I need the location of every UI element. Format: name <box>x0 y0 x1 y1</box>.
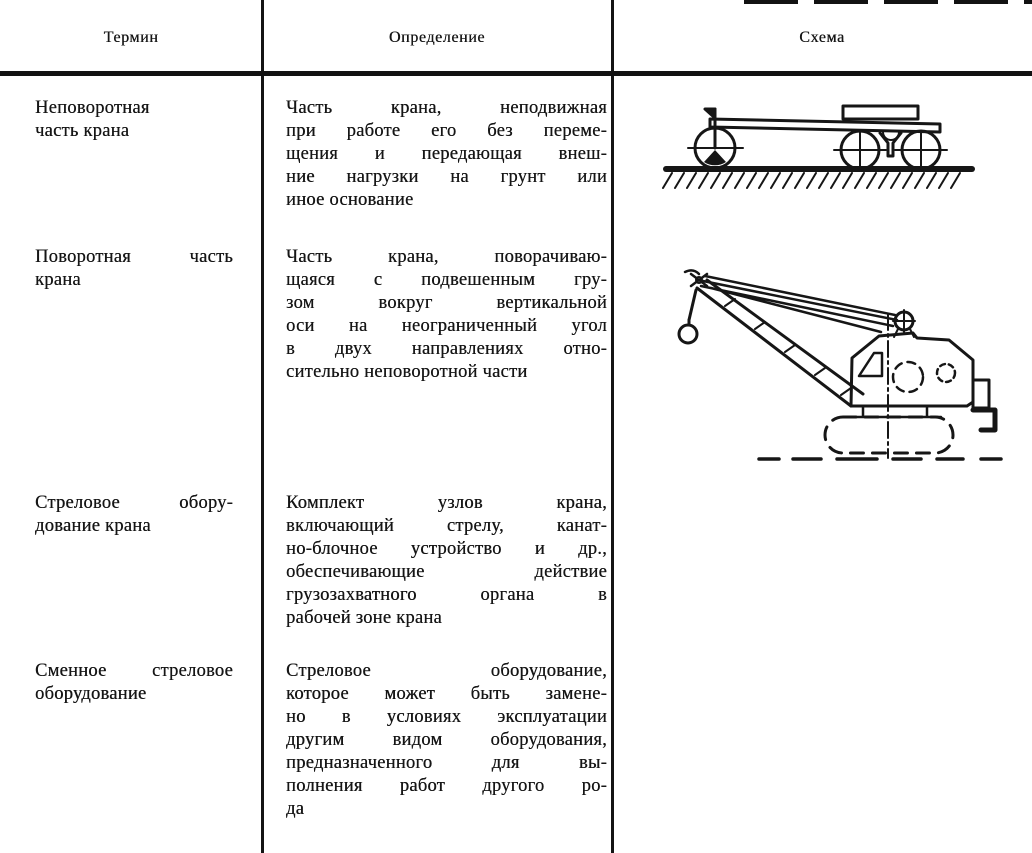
definition-line: сительно неповоротной части <box>286 362 528 382</box>
definition-line: Комплект узлов крана, <box>286 493 607 513</box>
definition-line: при работе его без переме- <box>286 121 607 141</box>
definition-line: иное основание <box>286 190 414 210</box>
term-line: крана <box>35 270 81 290</box>
column-divider-1 <box>261 0 264 853</box>
column-header-term: Термин <box>103 29 159 46</box>
definition-line: да <box>286 799 305 819</box>
definition-line: но в условиях эксплуатации <box>286 707 607 727</box>
term-line: дование крана <box>35 516 151 536</box>
term-cell: Стреловое обору- дование крана <box>35 492 233 538</box>
term-line: Поворотная часть <box>35 247 233 267</box>
definition-line: зом вокруг вертикальной <box>286 293 607 313</box>
definition-line: полнения работ другого ро- <box>286 776 607 796</box>
definition-line: включающий стрелу, канат- <box>286 516 607 536</box>
definition-line: другим видом оборудования, <box>286 730 607 750</box>
crane-non-rotating-chassis-diagram <box>662 104 975 189</box>
definition-line: обеспечивающие действие <box>286 562 607 582</box>
definition-line: рабочей зоне крана <box>286 608 442 628</box>
definition-line: оси на неограниченный угол <box>286 316 607 336</box>
definition-line: щения и передающая внеш- <box>286 144 607 164</box>
definition-line: щаяся с подвешенным гру- <box>286 270 607 290</box>
definition-line: которое может быть замене- <box>286 684 607 704</box>
definition-line: Часть крана, неподвижная <box>286 98 607 118</box>
crane-rotating-part-diagram <box>677 269 1003 461</box>
term-cell: Неповоротная часть крана <box>35 97 233 143</box>
definition-line: предназначенного для вы- <box>286 753 607 773</box>
definition-line: но-блочное устройство и др., <box>286 539 607 559</box>
definition-cell: Часть крана, поворачиваю- щаяся с подвеш… <box>286 246 607 384</box>
definition-line: в двух направлениях отно- <box>286 339 607 359</box>
column-header-schema: Схема <box>799 29 845 46</box>
header-separator-rule <box>0 71 1032 76</box>
term-cell: Сменное стреловое оборудование <box>35 660 233 706</box>
definition-cell: Комплект узлов крана, включающий стрелу,… <box>286 492 607 630</box>
definition-cell: Часть крана, неподвижная при работе его … <box>286 97 607 212</box>
term-line: Неповоротная <box>35 98 150 118</box>
definition-line: Часть крана, поворачиваю- <box>286 247 607 267</box>
term-line: часть крана <box>35 121 130 141</box>
definition-cell: Стреловое оборудование, которое может бы… <box>286 660 607 821</box>
top-border-fragment <box>744 0 1032 4</box>
column-header-definition: Определение <box>388 29 486 46</box>
term-line: оборудование <box>35 684 147 704</box>
definition-line: ние нагрузки на грунт или <box>286 167 607 187</box>
term-line: Стреловое обору- <box>35 493 233 513</box>
definition-line: грузозахватного органа в <box>286 585 607 605</box>
term-line: Сменное стреловое <box>35 661 233 681</box>
term-cell: Поворотная часть крана <box>35 246 233 292</box>
definition-line: Стреловое оборудование, <box>286 661 607 681</box>
column-divider-2 <box>611 0 614 853</box>
